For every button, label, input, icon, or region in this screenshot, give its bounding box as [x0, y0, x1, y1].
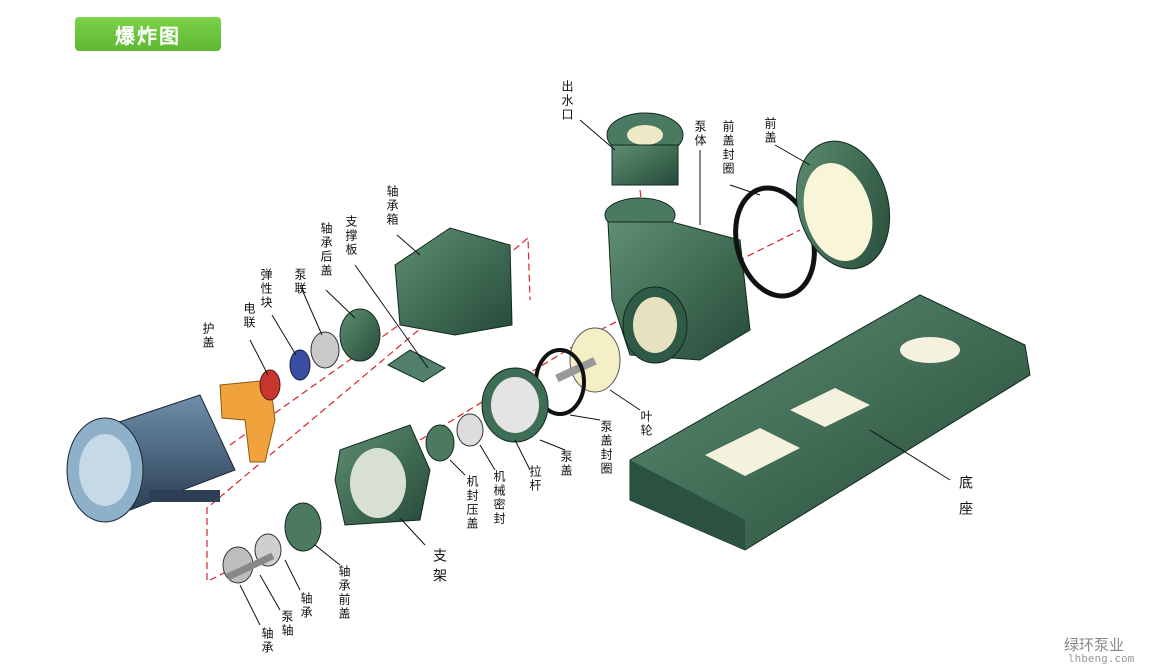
label-base: 底座: [957, 475, 973, 527]
pump-cover-part: [481, 367, 549, 443]
pump-body-part: [604, 197, 751, 364]
outlet-part: [606, 112, 684, 186]
support-plate-part: [387, 349, 447, 383]
label-front-cover-seal: 前盖封圈: [721, 120, 735, 176]
watermark-brand: 绿环泵业: [1064, 636, 1125, 654]
motor-coupling-part: [259, 369, 281, 401]
base-part: [629, 294, 1031, 551]
bearing-rear-cover-part: [339, 308, 381, 362]
label-pump-body: 泵体: [693, 120, 707, 148]
bracket-part: [334, 424, 431, 526]
label-impeller: 叶轮: [639, 410, 653, 438]
page-title: 爆炸图: [75, 17, 221, 51]
label-support-plate: 支撑板: [344, 215, 358, 257]
label-tie-rod: 拉杆: [528, 465, 542, 493]
label-bearing-rear-cover: 轴承后盖: [319, 222, 333, 278]
elastic-block-part: [289, 349, 311, 381]
mechanical-seal-part: [456, 413, 484, 447]
label-mechanical-seal: 机械密封: [492, 470, 506, 526]
label-bearing-box: 轴承箱: [385, 185, 399, 227]
label-bearing-2: 轴承: [260, 627, 274, 655]
label-seal-gland: 机封压盖: [465, 475, 479, 531]
label-bearing-front-cover: 轴承前盖: [337, 565, 351, 621]
bearing-box-part: [394, 227, 513, 336]
motor: [66, 394, 236, 523]
label-guard: 护盖: [201, 322, 215, 350]
label-pump-cover-seal: 泵盖封圈: [599, 420, 613, 476]
label-outlet: 出水口: [560, 80, 574, 122]
front-cover-part: [795, 140, 891, 270]
label-motor-coupling: 电联: [242, 302, 256, 330]
label-pump-cover: 泵盖: [559, 450, 573, 478]
label-pump-shaft: 泵轴: [280, 610, 294, 638]
label-pump-coupling: 泵联: [293, 268, 307, 296]
seal-gland-part: [425, 424, 455, 462]
label-elastic-block: 弹性块: [259, 268, 273, 310]
pump-coupling-part: [310, 331, 340, 369]
pump-shaft-part: [222, 533, 282, 584]
impeller-part: [555, 327, 621, 393]
label-bracket: 支架: [431, 548, 447, 588]
label-bearing-1: 轴承: [299, 592, 313, 620]
watermark-url: lhbeng.com: [1068, 652, 1135, 665]
label-front-cover: 前盖: [763, 117, 777, 145]
leader-lines: [239, 119, 951, 626]
bearing-front-cover-part: [284, 502, 322, 552]
